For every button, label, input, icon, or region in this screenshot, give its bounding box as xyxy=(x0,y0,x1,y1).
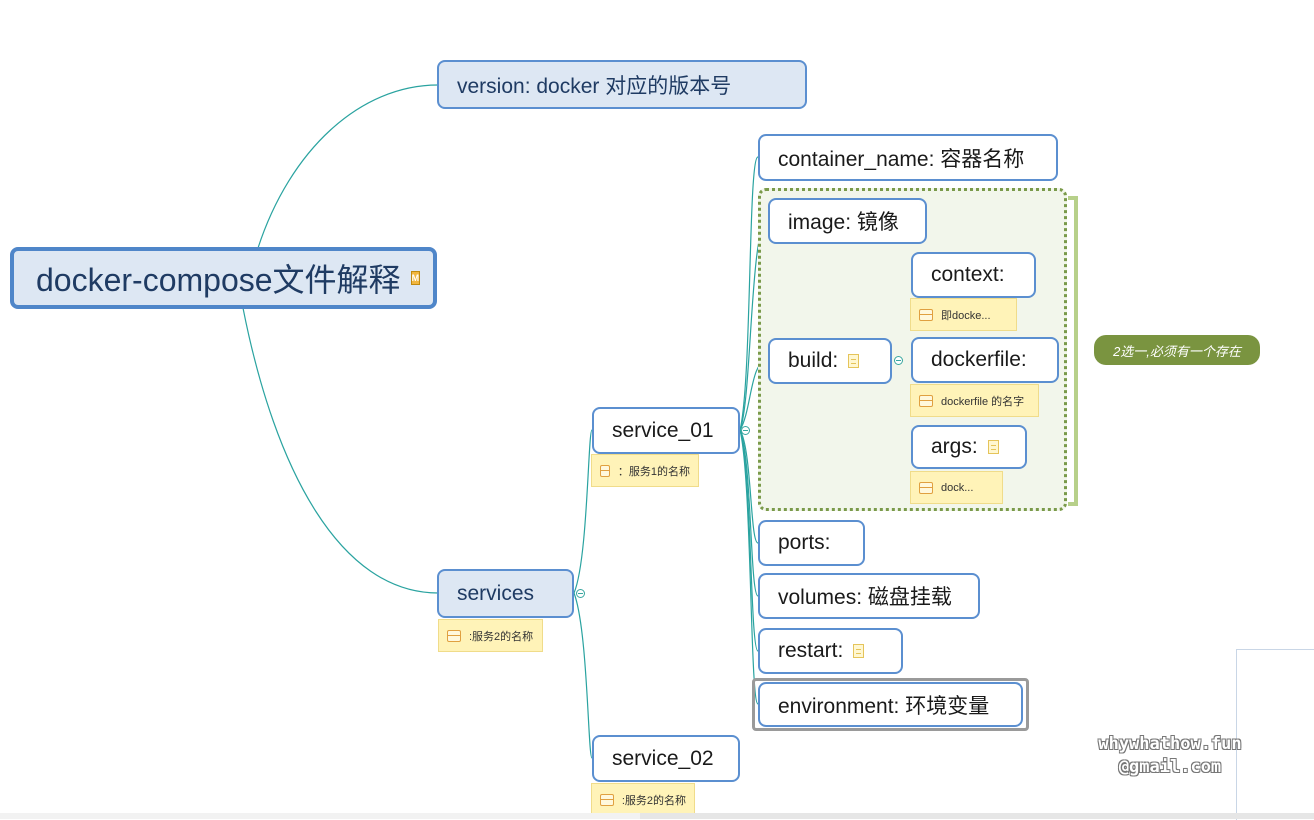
memo-services-text: :服务2的名称 xyxy=(469,630,534,643)
collapse-toggle-icon[interactable] xyxy=(741,426,750,435)
topic-context[interactable]: context: xyxy=(911,252,1036,298)
topic-ports-label: ports: xyxy=(778,531,831,554)
topic-version-label: version: docker 对应的版本号 xyxy=(457,74,732,98)
link-root-services xyxy=(242,307,439,594)
memo-context-text: 即docke... xyxy=(941,309,991,322)
topic-image-label: image: 镜像 xyxy=(788,211,899,234)
watermark-line-1: whywhathow.fun xyxy=(1098,734,1242,754)
collapse-toggle-icon[interactable] xyxy=(894,356,903,365)
note-icon[interactable] xyxy=(848,354,860,368)
topic-service-02-label: service_02 xyxy=(612,746,714,770)
memo-args-text: dock... xyxy=(941,481,974,494)
link-services-s02 xyxy=(573,592,593,759)
memo-service-01-text: ：服务1的名称 xyxy=(617,465,690,478)
topic-container-name[interactable]: container_name: 容器名称 xyxy=(758,134,1058,181)
topic-environment[interactable]: environment: 环境变量 xyxy=(758,682,1023,727)
topic-args[interactable]: args: xyxy=(911,425,1027,469)
root-label: docker-compose文件解释 xyxy=(36,262,401,298)
topic-services-label: services xyxy=(457,581,535,605)
horizontal-scrollbar[interactable] xyxy=(0,813,1314,819)
memo-dockerfile-text: dockerfile 的名字 xyxy=(941,395,1025,408)
topic-restart[interactable]: restart: xyxy=(758,628,903,674)
topic-ports[interactable]: ports: xyxy=(758,520,865,566)
topic-environment-label: environment: 环境变量 xyxy=(778,694,990,718)
topic-service-01[interactable]: service_01 xyxy=(592,407,740,454)
link-services-s01 xyxy=(573,429,593,594)
topic-args-label: args: xyxy=(931,435,978,458)
link-s01-container xyxy=(739,156,759,431)
note-icon[interactable] xyxy=(987,440,999,454)
overview-panel xyxy=(1236,649,1314,820)
memo-icon xyxy=(919,394,933,407)
topic-service-01-label: service_01 xyxy=(612,418,714,442)
memo-args[interactable]: dock... xyxy=(910,471,1003,504)
root-topic[interactable]: docker-compose文件解释 M xyxy=(10,247,437,309)
topic-image[interactable]: image: 镜像 xyxy=(768,198,927,244)
topic-build[interactable]: build: xyxy=(768,338,892,384)
watermark: whywhathow.fun @gmail.com xyxy=(1090,733,1250,779)
topic-container-name-label: container_name: 容器名称 xyxy=(778,147,1025,171)
summary-bracket xyxy=(1068,196,1078,506)
topic-service-02[interactable]: service_02 xyxy=(592,735,740,782)
memo-service-02[interactable]: :服务2的名称 xyxy=(591,783,695,816)
link-s01-restart xyxy=(739,429,759,652)
topic-volumes[interactable]: volumes: 磁盘挂载 xyxy=(758,573,980,619)
memo-icon xyxy=(600,464,610,477)
summary-label[interactable]: 2选一,必须有一个存在 xyxy=(1094,335,1260,365)
marker-m-icon: M xyxy=(410,271,421,285)
topic-context-label: context: xyxy=(931,263,1005,286)
memo-icon xyxy=(447,629,461,642)
watermark-line-2: @gmail.com xyxy=(1118,757,1222,777)
link-s01-ports xyxy=(739,429,759,544)
memo-service-02-text: :服务2的名称 xyxy=(621,794,686,807)
memo-icon xyxy=(919,481,933,494)
topic-version[interactable]: version: docker 对应的版本号 xyxy=(437,60,807,109)
link-s01-environment xyxy=(739,429,759,705)
collapse-toggle-icon[interactable] xyxy=(576,589,585,598)
topic-build-label: build: xyxy=(788,349,839,372)
memo-services[interactable]: :服务2的名称 xyxy=(438,619,543,652)
memo-icon xyxy=(919,308,933,321)
memo-context[interactable]: 即docke... xyxy=(910,298,1017,331)
topic-restart-label: restart: xyxy=(778,639,844,662)
memo-dockerfile[interactable]: dockerfile 的名字 xyxy=(910,384,1039,417)
memo-service-01[interactable]: ：服务1的名称 xyxy=(591,454,699,487)
selection-frame xyxy=(752,678,1029,731)
link-root-version xyxy=(257,84,439,249)
topic-services[interactable]: services xyxy=(437,569,574,618)
topic-volumes-label: volumes: 磁盘挂载 xyxy=(778,586,952,609)
link-s01-volumes xyxy=(739,429,759,597)
note-icon[interactable] xyxy=(853,644,865,658)
topic-dockerfile[interactable]: dockerfile: xyxy=(911,337,1059,383)
memo-icon xyxy=(600,793,614,806)
topic-dockerfile-label: dockerfile: xyxy=(931,348,1027,371)
